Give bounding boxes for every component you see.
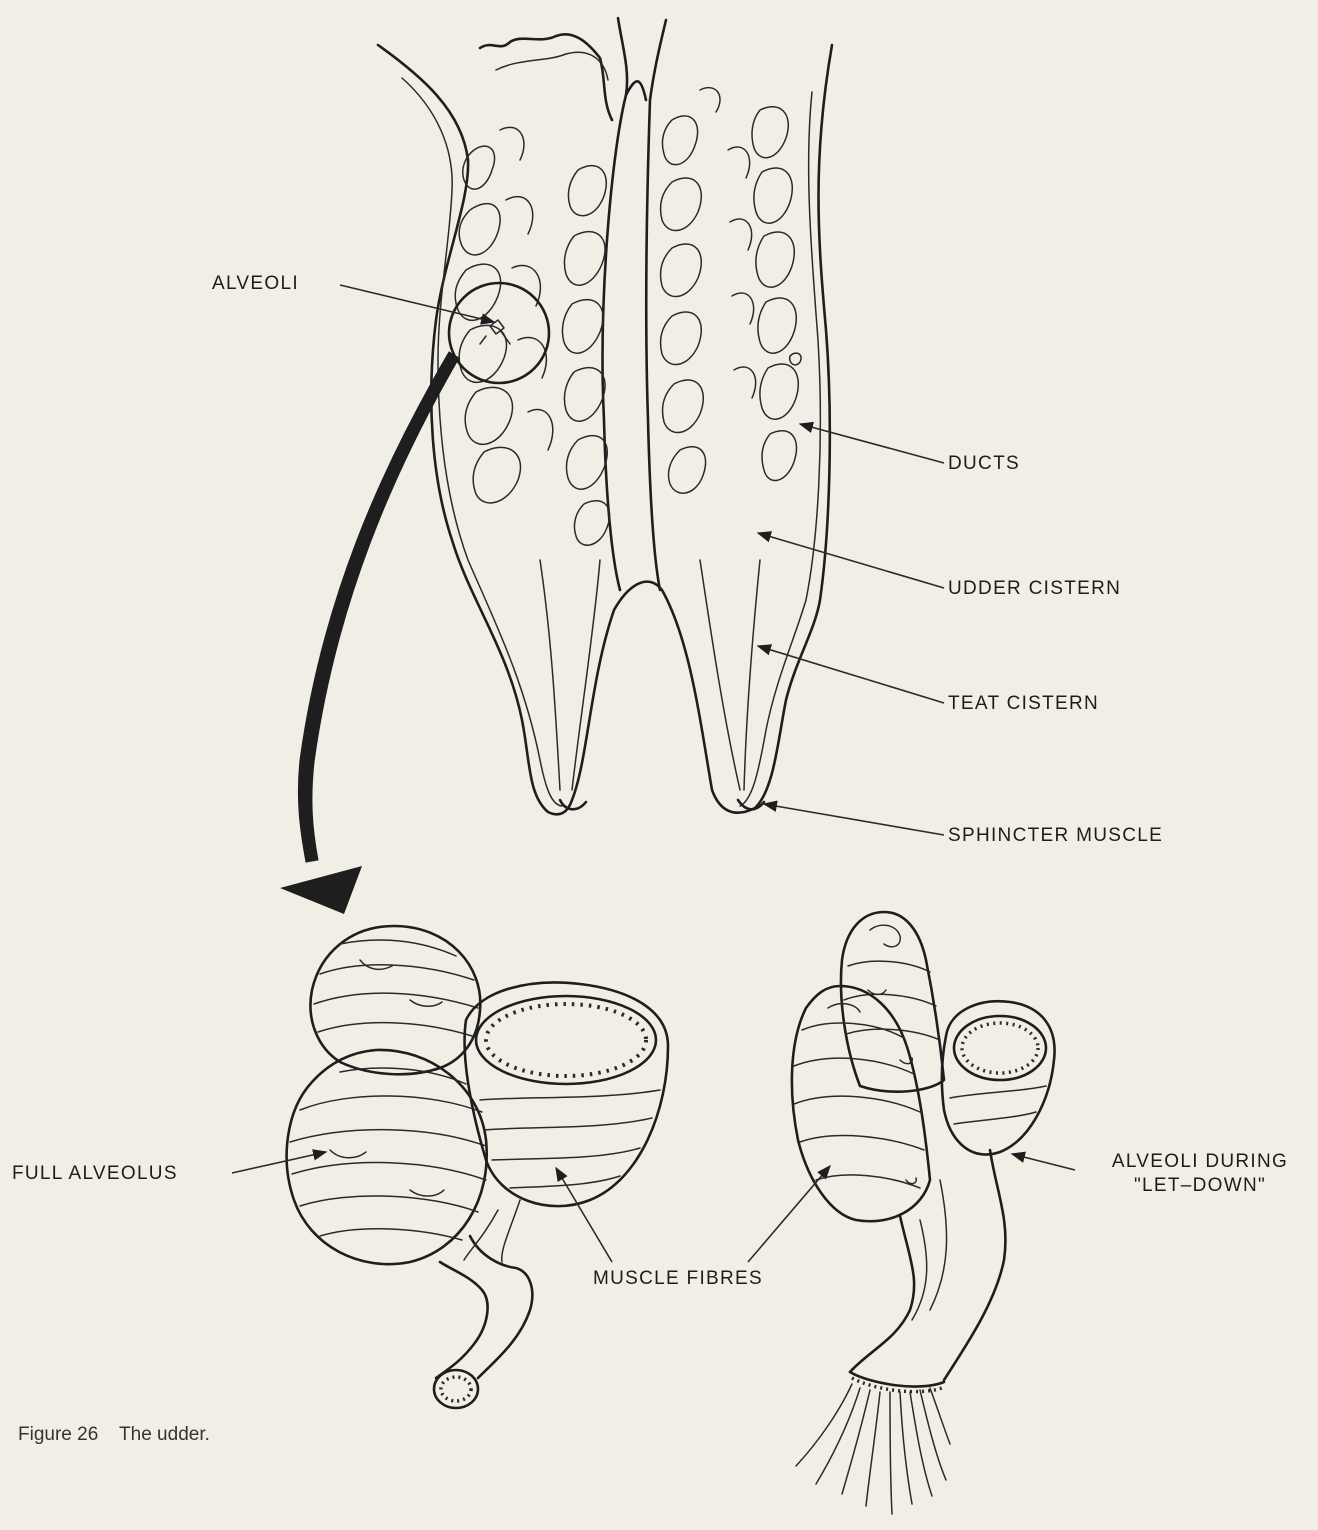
label-teat-cistern: TEAT CISTERN xyxy=(948,692,1099,716)
label-alveoli-let-down-line2: "LET–DOWN" xyxy=(1085,1174,1315,1198)
label-alveoli-let-down: ALVEOLI DURING "LET–DOWN" xyxy=(1085,1150,1315,1198)
secretory-cells xyxy=(486,1004,646,1076)
leader-muscle-fibres-right xyxy=(748,1166,830,1262)
leader-sphincter xyxy=(764,804,944,835)
leader-full-alveolus xyxy=(232,1152,326,1173)
let-down-alveoli-cluster xyxy=(792,912,1055,1514)
label-muscle-fibres: MUSCLE FIBRES xyxy=(593,1267,763,1291)
label-sphincter-muscle: SPHINCTER MUSCLE xyxy=(948,824,1163,848)
cut-alveolus-opening xyxy=(476,996,656,1084)
left-teat-channel xyxy=(572,560,600,790)
label-alveoli: ALVEOLI xyxy=(212,272,299,296)
frayed-fibres xyxy=(796,1384,950,1514)
leader-lines xyxy=(232,285,1075,1262)
leader-teat-cistern xyxy=(758,646,944,703)
letdown-alveolus-top xyxy=(841,912,944,1092)
figure-caption: Figure 26 The udder. xyxy=(18,1424,210,1446)
torn-tissue-top xyxy=(480,34,612,120)
gland-lobules-center-right xyxy=(660,88,720,494)
gland-lobules-right xyxy=(728,107,801,481)
leader-let-down xyxy=(1012,1154,1075,1170)
leader-muscle-fibres-left xyxy=(556,1168,612,1262)
label-alveoli-let-down-line1: ALVEOLI DURING xyxy=(1085,1150,1315,1174)
udder-cross-section xyxy=(378,18,832,814)
cut-alveolus xyxy=(465,983,668,1207)
label-full-alveolus: FULL ALVEOLUS xyxy=(12,1162,178,1186)
gland-lobules-left xyxy=(455,127,553,503)
left-teat-tip xyxy=(560,800,586,809)
full-alveolus-cluster xyxy=(287,926,668,1408)
leader-udder-cistern xyxy=(758,533,944,588)
full-alveolus-lower xyxy=(287,1050,487,1264)
letdown-opening xyxy=(954,1016,1046,1080)
letdown-alveolus-open xyxy=(942,1001,1055,1154)
label-ducts: DUCTS xyxy=(948,452,1020,476)
label-udder-cistern: UDDER CISTERN xyxy=(948,577,1121,601)
udder-inner-wall-right xyxy=(740,92,820,806)
leader-ducts xyxy=(800,424,944,463)
